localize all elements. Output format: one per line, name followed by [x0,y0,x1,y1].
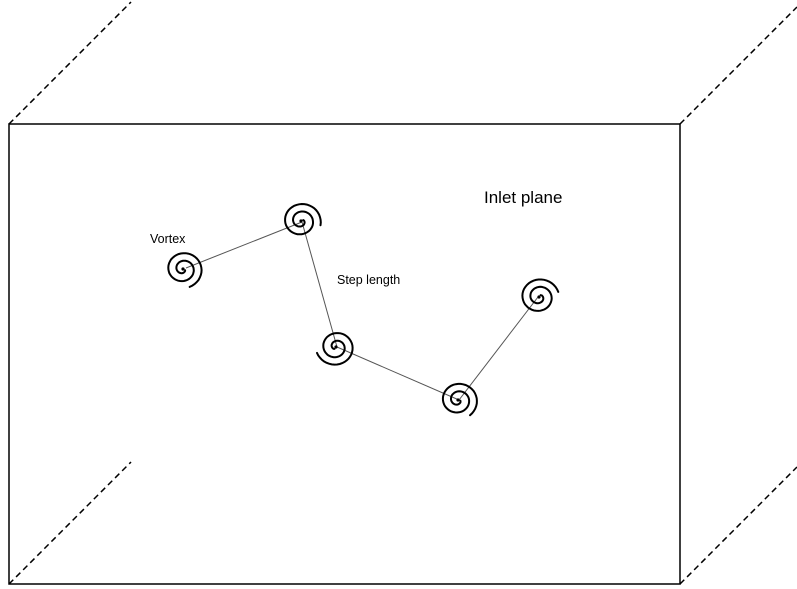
vortex-spiral-1 [167,252,203,288]
vortices [167,202,560,417]
step-line-4 [458,296,539,401]
vortex-center-5 [537,295,541,299]
step-length-label: Step length [337,273,401,287]
step-line-1 [185,221,303,269]
depth-edge-top-left [8,1,132,125]
inlet-plane-label: Inlet plane [484,188,563,207]
step-length-path [185,221,539,401]
vortex-center-3 [334,345,338,349]
depth-edge-bottom-right [679,466,797,585]
step-line-3 [336,346,460,401]
vortex-center-4 [456,398,460,402]
vortex-center-2 [299,219,303,223]
depth-edge-bottom-left [8,461,132,585]
depth-edge-top-right [679,6,797,125]
vortex-label: Vortex [150,232,186,246]
inlet-plane-rectangle [8,123,681,585]
vortex-center-1 [181,267,185,271]
vortex-spiral-4 [441,382,478,417]
step-line-2 [301,221,338,348]
vortex-spiral-5 [521,278,560,312]
vortex-spiral-3 [316,332,354,366]
vortex-spiral-2 [284,202,322,236]
